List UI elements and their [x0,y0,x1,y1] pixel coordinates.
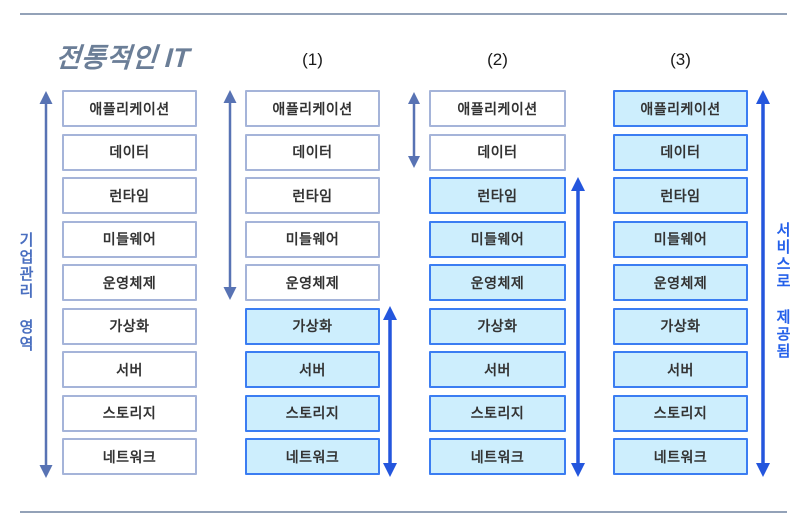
layer-box-model-1-7: 서버 [245,351,380,388]
layer-box-model-3-5: 운영체제 [613,264,748,301]
layer-box-model-2-5: 운영체제 [429,264,566,301]
layer-box-model-3-1: 애플리케이션 [613,90,748,127]
top-divider-line [20,13,787,15]
layer-box-model-3-2: 데이터 [613,133,748,171]
layer-box-model-3-7: 서버 [613,351,748,388]
layer-box-model-2-7: 서버 [429,351,566,388]
layer-box-traditional-3: 런타임 [62,177,197,214]
column-header-model-2: (2) [487,50,508,69]
column-header-model-1: (1) [302,50,323,69]
layer-box-model-3-6: 가상화 [613,307,748,345]
layer-box-traditional-2: 데이터 [62,133,197,171]
layer-box-model-3-8: 스토리지 [613,394,748,432]
layer-box-model-2-6: 가상화 [429,307,566,345]
layer-box-model-2-4: 미들웨어 [429,220,566,258]
layer-box-model-2-2: 데이터 [429,133,566,171]
layer-box-model-1-2: 데이터 [245,133,380,171]
layer-box-traditional-5: 운영체제 [62,264,197,301]
model-3-service-scope-arrow [756,90,770,477]
layer-box-model-3-4: 미들웨어 [613,220,748,258]
layer-box-model-2-8: 스토리지 [429,394,566,432]
layer-box-traditional-1: 애플리케이션 [62,90,197,127]
layer-box-model-1-5: 운영체제 [245,264,380,301]
traditional-managed-scope-arrow [39,91,53,478]
layer-box-model-1-8: 스토리지 [245,394,380,432]
layer-box-traditional-9: 네트워크 [62,438,197,475]
layer-box-model-3-3: 런타임 [613,177,748,214]
layer-box-model-1-4: 미들웨어 [245,220,380,258]
column-header-model-3: (3) [670,50,691,69]
layer-box-model-1-9: 네트워크 [245,438,380,475]
layer-box-model-1-3: 런타임 [245,177,380,214]
model-2-service-scope-arrow [571,177,585,477]
layer-box-traditional-4: 미들웨어 [62,220,197,258]
layer-box-traditional-8: 스토리지 [62,394,197,432]
provided-as-service-label: 서비스로 제공됨 [774,222,791,360]
model-2-managed-scope-arrow [408,92,420,168]
model-1-service-scope-arrow [383,306,397,477]
layer-box-model-3-9: 네트워크 [613,438,748,475]
layer-box-model-2-3: 런타임 [429,177,566,214]
layer-box-model-1-6: 가상화 [245,307,380,345]
layer-box-model-1-1: 애플리케이션 [245,90,380,127]
layer-box-traditional-6: 가상화 [62,307,197,345]
model-1-managed-scope-arrow [223,90,237,300]
enterprise-managed-area-label: 기업관리 영역 [17,232,34,353]
bottom-divider-line [20,511,787,513]
layer-box-model-2-9: 네트워크 [429,438,566,475]
layer-box-traditional-7: 서버 [62,351,197,388]
layer-box-model-2-1: 애플리케이션 [429,90,566,127]
